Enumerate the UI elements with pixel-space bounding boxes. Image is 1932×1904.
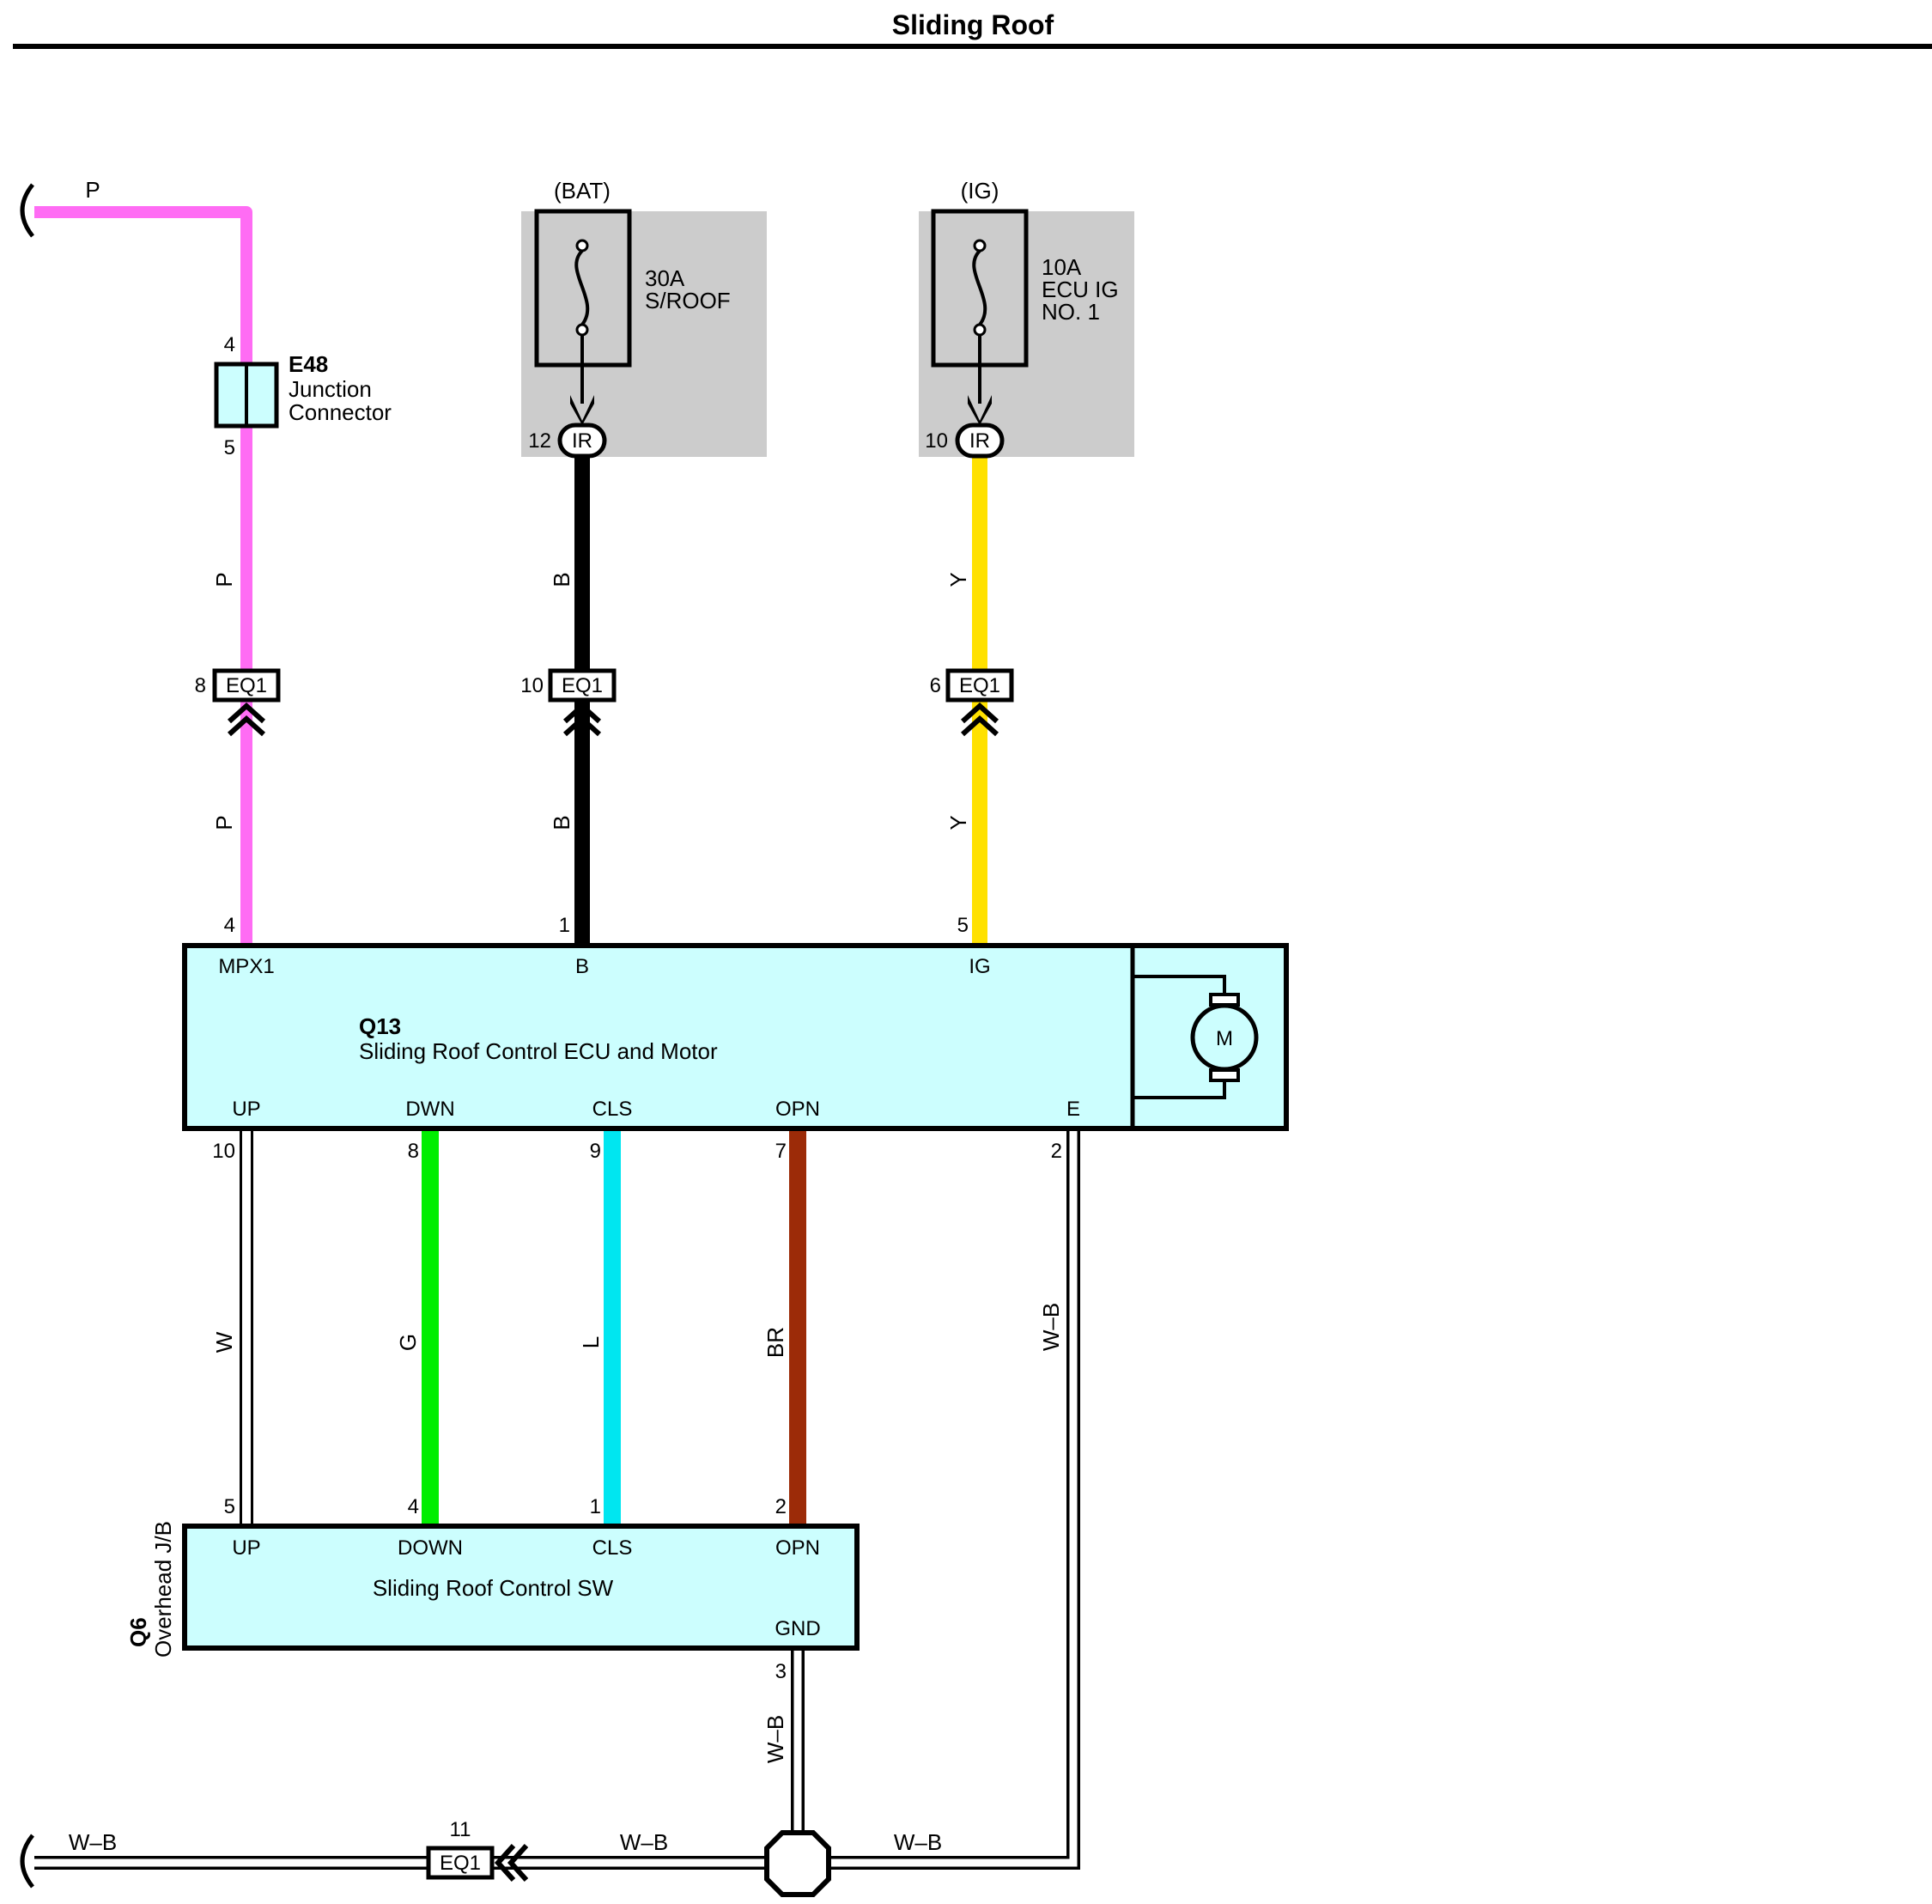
fuse-30a-name: S/ROOF bbox=[645, 288, 731, 313]
svg-text:IR: IR bbox=[572, 429, 592, 453]
wire-label-wb-bottom-right: W–B bbox=[894, 1829, 942, 1855]
ecu-q13 bbox=[182, 943, 1289, 1131]
switch-pin-opn: 2 bbox=[775, 1495, 787, 1518]
fuse-10a-rating: 10A bbox=[1042, 254, 1082, 280]
wire-wb-right bbox=[824, 1130, 1080, 1870]
wire-break-bottom-left bbox=[20, 1834, 34, 1889]
fuse-10a-source: (IG) bbox=[961, 178, 999, 204]
fuse-10a-name: ECU IG bbox=[1042, 277, 1119, 302]
switch-pin-up: 5 bbox=[224, 1495, 235, 1518]
eq1-connector-b: EQ1 bbox=[548, 668, 617, 737]
wire-label-wb-bottom-mid: W–B bbox=[620, 1829, 668, 1855]
fuse-30a-source: (BAT) bbox=[554, 178, 611, 204]
ecu-term-dwn: DWN bbox=[405, 1098, 454, 1121]
switch-name: Sliding Roof Control SW bbox=[373, 1575, 614, 1601]
ecu-pin-ig: 5 bbox=[957, 914, 969, 937]
wire-label-b-low: B bbox=[549, 815, 574, 830]
motor-symbol: M bbox=[1133, 975, 1259, 1099]
fuse-30a-rating: 30A bbox=[645, 265, 685, 291]
junction-connector-e48 bbox=[214, 362, 279, 429]
ir-pin-ig: 10 bbox=[925, 429, 948, 453]
ecu-term-b: B bbox=[575, 955, 589, 978]
svg-text:EQ1: EQ1 bbox=[226, 674, 267, 697]
eq1-pin-bottom: 11 bbox=[450, 1818, 471, 1841]
wire-break-top-left bbox=[20, 183, 34, 238]
switch-term-cls: CLS bbox=[592, 1536, 633, 1560]
ecu-name: Sliding Roof Control ECU and Motor bbox=[359, 1038, 718, 1064]
ecu-term-up: UP bbox=[232, 1098, 260, 1121]
switch-location: Overhead J/B bbox=[150, 1521, 176, 1658]
ecu-pin-b: 1 bbox=[559, 914, 570, 937]
switch-q6 bbox=[182, 1524, 860, 1651]
ir-connector-bat: IR bbox=[557, 423, 607, 459]
ecu-pin-dwn: 8 bbox=[408, 1140, 419, 1163]
ecu-pin-opn: 7 bbox=[775, 1140, 787, 1163]
ecu-term-opn: OPN bbox=[775, 1098, 820, 1121]
e48-line2: Connector bbox=[289, 399, 392, 425]
bat-fuse-box bbox=[521, 211, 767, 457]
ir-connector-ig: IR bbox=[955, 423, 1005, 459]
svg-text:IR: IR bbox=[969, 429, 990, 453]
ecu-term-mpx1: MPX1 bbox=[218, 955, 274, 978]
switch-pin-down: 4 bbox=[408, 1495, 419, 1518]
eq1-pin-y: 6 bbox=[930, 674, 941, 697]
switch-id: Q6 bbox=[125, 1617, 151, 1647]
switch-term-down: DOWN bbox=[398, 1536, 463, 1560]
e48-pin-in: 4 bbox=[224, 333, 235, 356]
e48-line1: Junction bbox=[289, 376, 372, 402]
wire-label-br: BR bbox=[762, 1327, 788, 1358]
eq1-connector-bottom: EQ1 bbox=[426, 1843, 529, 1883]
ecu-id: Q13 bbox=[359, 1013, 401, 1039]
fuse-30a bbox=[534, 209, 632, 425]
wire-label-p-low: P bbox=[211, 815, 237, 830]
wire-label-wb-bottom-left: W–B bbox=[69, 1829, 117, 1855]
ir-pin-bat: 12 bbox=[528, 429, 551, 453]
ground-point bbox=[764, 1830, 831, 1897]
wire-label-b-mid: B bbox=[549, 572, 574, 587]
title-rule bbox=[13, 44, 1932, 49]
wire-label-w: W bbox=[211, 1331, 237, 1353]
eq1-pin-p: 8 bbox=[195, 674, 206, 697]
switch-pin-cls: 1 bbox=[590, 1495, 601, 1518]
ecu-term-ig: IG bbox=[969, 955, 990, 978]
fuse-10a bbox=[931, 209, 1029, 425]
e48-pin-out: 5 bbox=[224, 436, 235, 459]
svg-text:EQ1: EQ1 bbox=[440, 1852, 481, 1875]
ecu-pin-e: 2 bbox=[1051, 1140, 1062, 1163]
wire-label-wb-right: W–B bbox=[1038, 1303, 1064, 1351]
wire-label-wb-gnd: W–B bbox=[762, 1715, 788, 1763]
ecu-term-e: E bbox=[1066, 1098, 1080, 1121]
wire-label-y-low: Y bbox=[945, 815, 971, 830]
page-title: Sliding Roof bbox=[892, 9, 1054, 40]
ecu-pin-mpx1: 4 bbox=[224, 914, 235, 937]
eq1-connector-p: EQ1 bbox=[212, 668, 281, 737]
wire-label-g: G bbox=[395, 1334, 421, 1351]
switch-term-gnd: GND bbox=[775, 1617, 820, 1640]
fuse-10a-name2: NO. 1 bbox=[1042, 299, 1100, 325]
ecu-pin-up: 10 bbox=[212, 1140, 235, 1163]
svg-text:EQ1: EQ1 bbox=[959, 674, 1000, 697]
wire-label-p-mid: P bbox=[211, 572, 237, 587]
wire-label-l: L bbox=[578, 1336, 604, 1348]
svg-text:M: M bbox=[1216, 1027, 1233, 1050]
ecu-term-cls: CLS bbox=[592, 1098, 633, 1121]
eq1-connector-y: EQ1 bbox=[945, 668, 1014, 737]
ecu-pin-cls: 9 bbox=[590, 1140, 601, 1163]
wire-label-y-mid: Y bbox=[945, 572, 971, 587]
switch-term-opn: OPN bbox=[775, 1536, 820, 1560]
svg-text:EQ1: EQ1 bbox=[562, 674, 603, 697]
e48-id: E48 bbox=[289, 351, 328, 377]
switch-term-up: UP bbox=[232, 1536, 260, 1560]
switch-pin-gnd: 3 bbox=[775, 1660, 787, 1683]
eq1-pin-b: 10 bbox=[520, 674, 544, 697]
wire-label-p-top: P bbox=[85, 177, 100, 203]
